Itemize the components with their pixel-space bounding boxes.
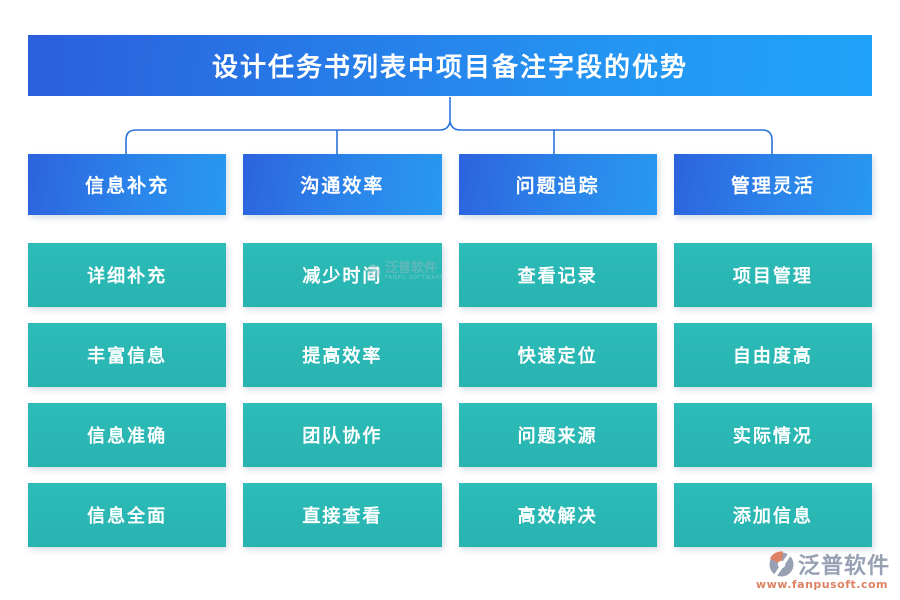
item-box: 丰富信息 xyxy=(28,323,227,387)
brand-url-text: www.fanpusoft.com xyxy=(755,578,888,591)
diagram-title: 设计任务书列表中项目备注字段的优势 xyxy=(28,35,872,96)
column-header: 信息补充 xyxy=(28,154,227,215)
column-info-supplement: 信息补充 详细补充 丰富信息 信息准确 信息全面 xyxy=(28,154,227,547)
item-box: 自由度高 xyxy=(673,323,872,387)
item-box: 查看记录 xyxy=(458,243,657,307)
item-box: 信息全面 xyxy=(28,483,227,547)
columns-grid: 信息补充 详细补充 丰富信息 信息准确 信息全面 沟通效率 减少时间 提高效率 … xyxy=(28,154,872,547)
item-box: 减少时间 xyxy=(243,243,442,307)
brand-logo: 泛普软件 www.fanpusoft.com xyxy=(756,548,890,591)
column-header: 管理灵活 xyxy=(673,154,872,215)
item-box: 团队协作 xyxy=(243,403,442,467)
item-box: 直接查看 xyxy=(243,483,442,547)
column-issue-tracking: 问题追踪 查看记录 快速定位 问题来源 高效解决 xyxy=(458,154,657,547)
item-box: 快速定位 xyxy=(458,323,657,387)
item-box: 高效解决 xyxy=(458,483,657,547)
brand-name-text: 泛普软件 xyxy=(797,554,890,579)
column-header: 问题追踪 xyxy=(458,154,657,215)
connector-brace xyxy=(125,121,773,156)
column-header: 沟通效率 xyxy=(243,154,442,215)
item-box: 实际情况 xyxy=(673,403,872,467)
column-communication: 沟通效率 减少时间 提高效率 团队协作 直接查看 xyxy=(243,154,442,547)
item-box: 信息准确 xyxy=(28,403,227,467)
item-box: 提高效率 xyxy=(243,323,442,387)
connector-group xyxy=(125,97,773,158)
item-box: 详细补充 xyxy=(28,243,227,307)
item-box: 添加信息 xyxy=(673,483,872,547)
item-box: 问题来源 xyxy=(458,403,657,467)
item-box: 项目管理 xyxy=(673,243,872,307)
brand-logo-icon xyxy=(769,550,794,577)
column-flexible-management: 管理灵活 项目管理 自由度高 实际情况 添加信息 xyxy=(673,154,872,547)
